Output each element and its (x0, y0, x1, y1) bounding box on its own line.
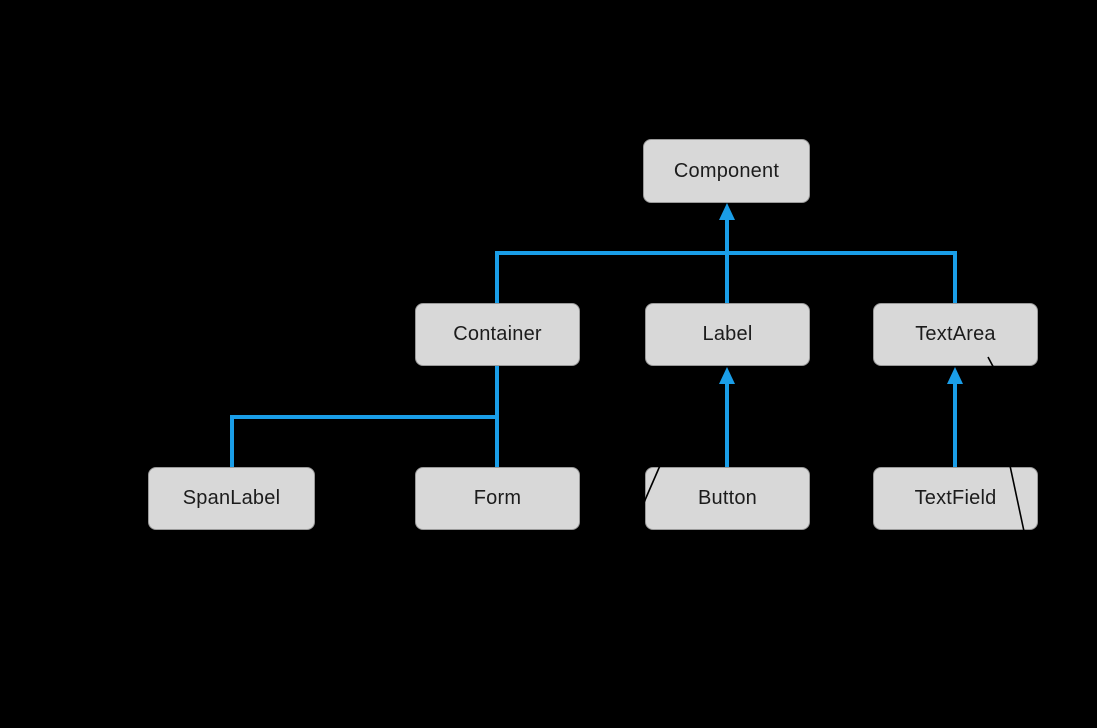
node-button: Button (645, 467, 810, 530)
arrowhead-label-icon (719, 367, 735, 384)
arrowhead-fill-group (719, 203, 963, 384)
node-form: Form (415, 467, 580, 530)
arrowhead-component-icon (719, 203, 735, 220)
node-container: Container (415, 303, 580, 366)
arrowhead-textarea-icon (947, 367, 963, 384)
node-textarea: TextArea (873, 303, 1038, 366)
edge-spanlabel-branch (230, 415, 497, 467)
node-component: Component (643, 139, 810, 203)
node-spanlabel: SpanLabel (148, 467, 315, 530)
node-label: Label (645, 303, 810, 366)
node-textfield: TextField (873, 467, 1038, 530)
connector-stroke-group (230, 218, 957, 467)
